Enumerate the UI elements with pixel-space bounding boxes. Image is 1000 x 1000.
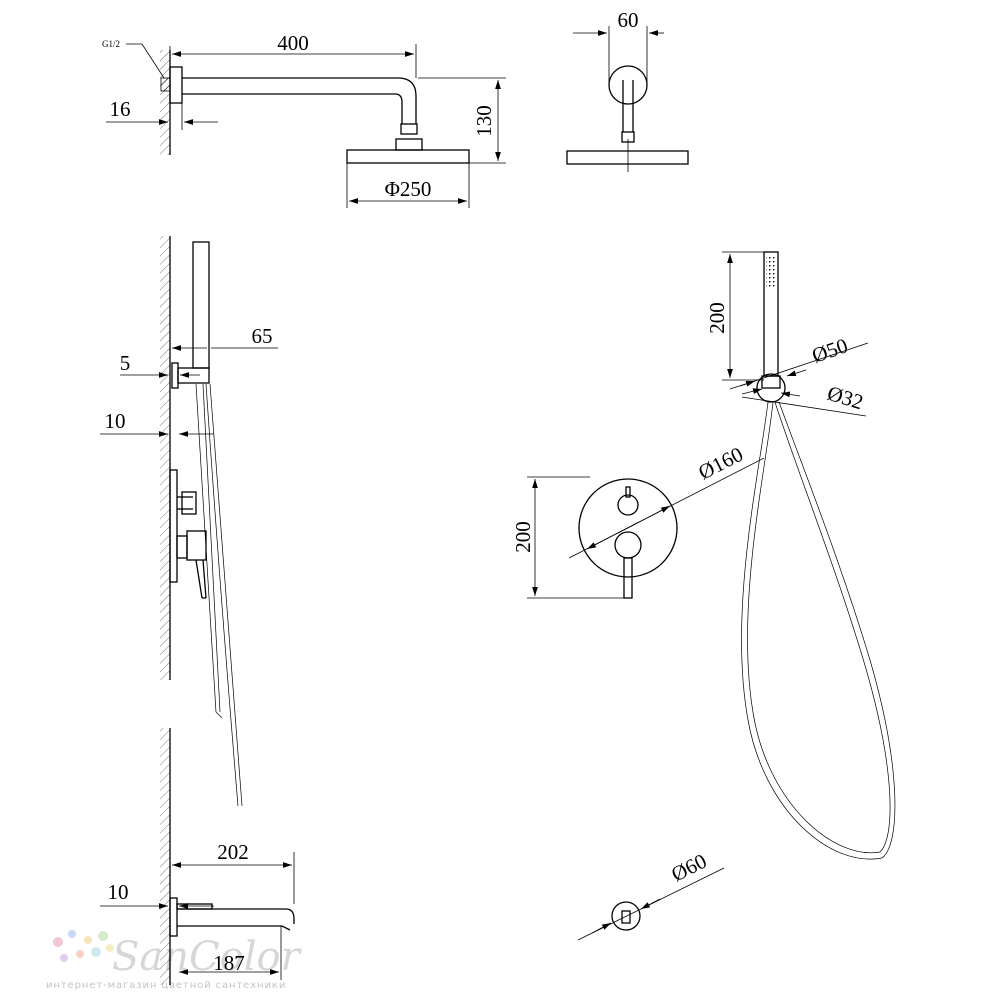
dim-arm-width: 60	[618, 8, 639, 32]
diverter-knob-side	[181, 491, 197, 515]
mixer-handle-front	[623, 557, 633, 599]
dim-wall-outlet-diameter: Ø60	[667, 849, 710, 887]
dim-valve-offset: 10	[105, 409, 126, 433]
dim-outlet-inner-diameter: Ø32	[825, 381, 867, 415]
spout-body-bottom	[177, 925, 291, 931]
dim-hand-shower-length: 200	[705, 302, 729, 334]
shower-arm-side-view: G1/2 400 16 130 Φ250	[102, 31, 506, 208]
valve-plate-front	[578, 478, 678, 578]
watermark-dots	[53, 930, 114, 962]
dim-wall-plate: 16	[110, 97, 131, 121]
dim-valve-plate-diameter: Ø160	[694, 442, 746, 485]
hand-shower-side	[192, 241, 210, 369]
dim-holder-projection: 65	[252, 324, 273, 348]
watermark-tagline: интернет-магазин цветной сантехники	[46, 980, 286, 991]
valve-plate-side	[169, 469, 178, 583]
diverter-knob-front	[617, 494, 639, 516]
watermark-brand: SanColor	[112, 934, 303, 980]
holder-bracket	[177, 367, 210, 384]
mixer-side-view: 65 5 10	[100, 236, 278, 807]
head-connector	[395, 138, 423, 151]
thread-stub	[160, 77, 171, 92]
shower-head-front	[566, 150, 689, 165]
dim-spout-reach: 202	[217, 840, 249, 864]
wall-hatch	[160, 50, 170, 155]
dim-head-diameter: Φ250	[385, 177, 432, 201]
mixer-knob-front	[614, 531, 642, 559]
outlet-elbow-front	[756, 373, 786, 403]
dim-spout-length: 187	[213, 951, 245, 975]
dim-valve-height: 200	[511, 521, 535, 553]
arm-pipe-top	[182, 77, 417, 124]
watermark-dot	[98, 931, 108, 941]
spray-face-icon	[766, 257, 776, 287]
watermark-dot	[106, 944, 114, 952]
dim-holder-offset: 5	[120, 351, 131, 375]
watermark-dot	[53, 937, 63, 947]
watermark-dot	[84, 936, 92, 944]
arm-swivel	[400, 123, 418, 135]
arm-plate-front	[608, 65, 648, 105]
arm-wall-plate	[169, 66, 183, 104]
watermark-dot	[60, 954, 68, 962]
shower-head-side	[346, 149, 470, 164]
hose-right	[778, 401, 896, 859]
thread-label: G1/2	[102, 39, 120, 49]
dim-arm-drop: 130	[472, 105, 496, 137]
watermark-dot	[68, 930, 76, 938]
mixer-handle-side	[186, 530, 207, 561]
spout-plate	[169, 897, 178, 937]
dim-spout-plate: 10	[108, 880, 129, 904]
watermark-dot	[76, 950, 84, 958]
shower-arm-front-view: 60	[566, 8, 689, 172]
hand-shower-front-view: 200 Ø50 Ø32 Ø60	[577, 251, 896, 941]
mixer-front-view: 200 Ø160	[511, 442, 765, 599]
arm-pipe-bottom	[182, 93, 403, 124]
watermark: SanColor интернет-магазин цветной сантех…	[46, 930, 303, 991]
wall-outlet-front	[611, 901, 641, 931]
hose-left	[741, 401, 883, 860]
thread-leader	[126, 43, 165, 79]
watermark-dot	[91, 947, 101, 957]
spout-side-view: 202 10 187	[100, 728, 295, 985]
spout-body-top	[177, 908, 295, 924]
dim-outlet-diameter: Ø50	[809, 333, 851, 367]
dim-arm-length: 400	[277, 31, 309, 55]
